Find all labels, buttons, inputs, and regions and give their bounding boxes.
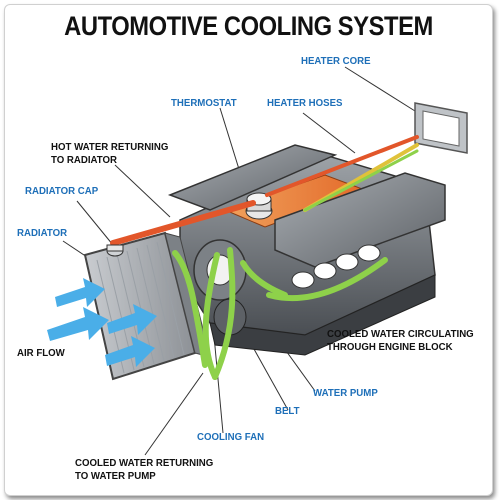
label-hot-water-line2: TO RADIATOR [51, 154, 118, 166]
label-cooled-circ-line2: THROUGH ENGINE BLOCK [327, 341, 453, 353]
label-cooled-circ-line1: COOLED WATER CIRCULATING [327, 328, 474, 340]
leader-hot-water [114, 164, 171, 218]
engine-block [167, 144, 446, 356]
label-cooled-water-returning: COOLED WATER RETURNING TO WATER PUMP [75, 457, 213, 483]
label-cooled-return-line2: TO WATER PUMP [75, 470, 156, 482]
leader-cooled-returning [144, 372, 204, 456]
hot-water-hose [110, 200, 256, 246]
diagram-title: AUTOMOTIVE COOLING SYSTEM [64, 11, 433, 41]
leader-radiator-cap [76, 200, 114, 246]
radiator-cap [106, 244, 124, 257]
thermostat [245, 192, 273, 220]
coolant-flow-lines [172, 247, 388, 380]
heater-hoses [265, 135, 419, 212]
leader-heater-core [344, 66, 416, 112]
label-thermostat: THERMOSTAT [171, 97, 237, 109]
label-hot-water-returning: HOT WATER RETURNING TO RADIATOR [51, 141, 168, 167]
label-radiator: RADIATOR [17, 227, 68, 239]
heater-core [414, 102, 468, 154]
label-heater-hoses: HEATER HOSES [267, 97, 343, 109]
label-hot-water-line1: HOT WATER RETURNING [51, 141, 169, 153]
cooling-system-illustration [47, 66, 468, 456]
label-cooling-fan: COOLING FAN [197, 431, 265, 443]
label-air-flow: AIR FLOW [17, 347, 65, 359]
label-radiator-cap: RADIATOR CAP [25, 185, 99, 197]
label-cooled-return-line1: COOLED WATER RETURNING [75, 457, 214, 469]
label-water-pump: WATER PUMP [313, 387, 378, 399]
diagram-frame: AUTOMOTIVE COOLING SYSTEM [4, 4, 493, 496]
label-cooled-water-circulating: COOLED WATER CIRCULATING THROUGH ENGINE … [327, 328, 474, 354]
air-flow-arrows [47, 278, 157, 367]
label-belt: BELT [275, 405, 300, 417]
leader-radiator [62, 240, 88, 258]
leader-heater-hoses [302, 112, 356, 154]
label-heater-core: HEATER CORE [301, 55, 371, 67]
